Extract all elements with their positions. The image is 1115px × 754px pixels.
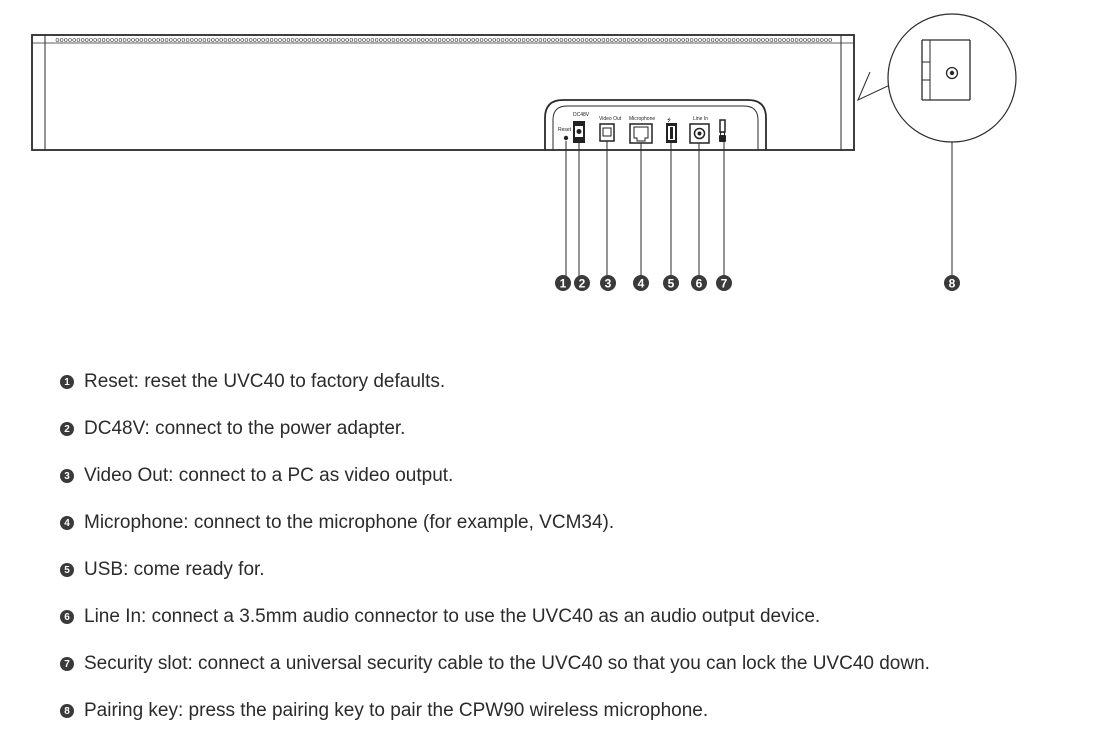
- reset-port: Reset: [558, 127, 572, 141]
- callout-3: 3: [600, 275, 616, 291]
- device-rear-diagram: Reset DC48V Video Out Microphone ⭍ Line …: [31, 13, 1017, 291]
- callout-number: 3: [605, 277, 612, 291]
- callout-4: 4: [633, 275, 649, 291]
- dc-port-label: DC48V: [573, 112, 590, 118]
- legend-item-8: 8 Pairing key: press the pairing key to p…: [60, 699, 708, 723]
- callout-7: 7: [716, 275, 732, 291]
- legend-number-badge: 5: [60, 563, 74, 577]
- microphone-port-label: Microphone: [629, 116, 655, 122]
- microphone-port: Microphone: [629, 116, 655, 144]
- legend-item-4: 4 Microphone: connect to the microphone (…: [60, 511, 614, 535]
- callout-6: 6: [691, 275, 707, 291]
- usb-symbol: ⭍: [667, 118, 671, 124]
- legend-item-2: 2 DC48V: connect to the power adapter.: [60, 417, 405, 441]
- legend-text: USB: come ready for.: [84, 559, 265, 580]
- legend-number-badge: 7: [60, 657, 74, 671]
- callout-number: 1: [560, 277, 567, 291]
- callout-number: 4: [638, 277, 645, 291]
- legend-number-badge: 3: [60, 469, 74, 483]
- callout-5: 5: [663, 275, 679, 291]
- legend-text: Reset: reset the UVC40 to factory defaul…: [84, 371, 446, 392]
- port-panel: [544, 99, 767, 150]
- callout-number: 6: [696, 277, 703, 291]
- legend-text: Video Out: connect to a PC as video outp…: [84, 465, 454, 486]
- legend-text: Security slot: connect a universal secur…: [84, 653, 930, 674]
- speaker-grille: [55, 38, 832, 42]
- legend-text: Pairing key: press the pairing key to pa…: [84, 700, 709, 721]
- legend-item-3: 3 Video Out: connect to a PC as video out…: [60, 464, 453, 488]
- legend-item-7: 7 Security slot: connect a universal secu…: [60, 652, 930, 676]
- callout-lines: [565, 85, 953, 276]
- legend-number-badge: 8: [60, 704, 74, 718]
- callout-8: 8: [944, 275, 960, 291]
- reset-port-label: Reset: [558, 127, 572, 133]
- legend-number-badge: 2: [60, 422, 74, 436]
- legend-item-1: 1 Reset: reset the UVC40 to factory defau…: [60, 370, 445, 394]
- legend-item-5: 5 USB: come ready for.: [60, 558, 265, 582]
- device-body: [31, 34, 855, 151]
- callout-1: 1: [555, 275, 571, 291]
- pairing-key-magnifier: [857, 13, 1017, 143]
- legend-item-6: 6 Line In: connect a 3.5mm audio connecto…: [60, 605, 820, 629]
- callout-number: 5: [668, 277, 675, 291]
- callout-2: 2: [574, 275, 590, 291]
- usb-port: ⭍: [666, 118, 677, 143]
- dc-port: DC48V: [573, 112, 590, 143]
- legend-text: DC48V: connect to the power adapter.: [84, 418, 406, 439]
- legend-text: Line In: connect a 3.5mm audio connector…: [84, 606, 821, 627]
- callout-number: 7: [721, 277, 728, 291]
- line-in-port: Line In: [689, 116, 710, 144]
- legend-text: Microphone: connect to the microphone (f…: [84, 512, 615, 533]
- line-in-port-label: Line In: [693, 116, 708, 122]
- legend-number-badge: 4: [60, 516, 74, 530]
- legend-number-badge: 6: [60, 610, 74, 624]
- video-out-port-label: Video Out: [599, 116, 622, 122]
- video-out-port: Video Out: [599, 116, 622, 142]
- security-slot: [719, 119, 726, 142]
- legend-number-badge: 1: [60, 375, 74, 389]
- callout-number: 8: [949, 277, 956, 291]
- callout-number: 2: [579, 277, 586, 291]
